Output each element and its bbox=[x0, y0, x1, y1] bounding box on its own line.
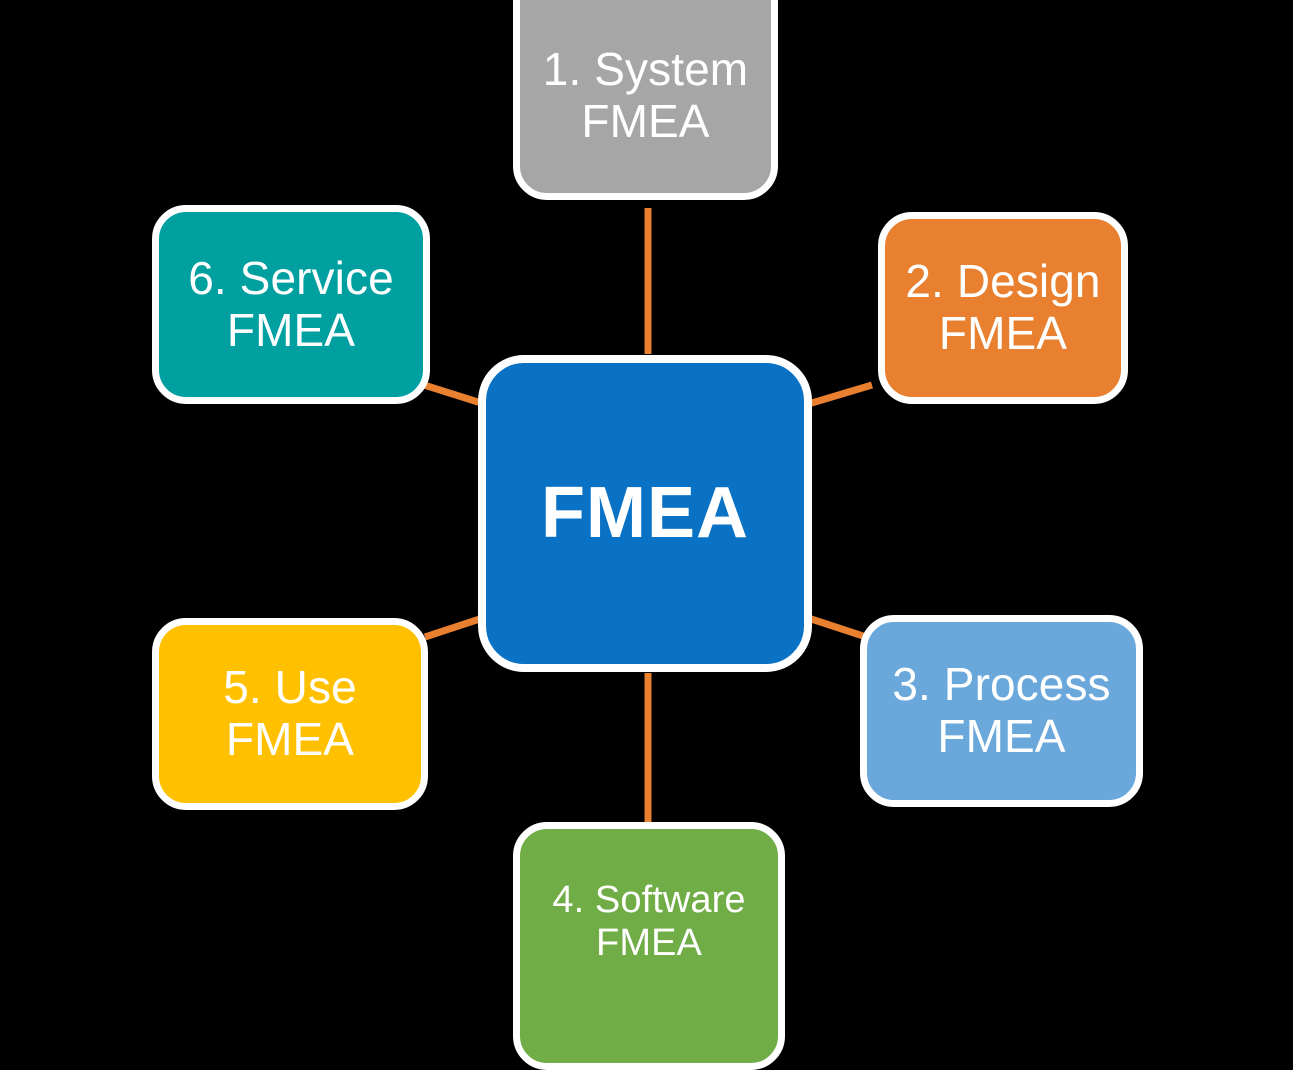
node-center-fmea-label: FMEA bbox=[541, 473, 749, 554]
node-software-fmea[interactable]: 4. Software FMEA bbox=[513, 822, 785, 1070]
node-design-fmea-label: 2. Design FMEA bbox=[905, 255, 1101, 359]
node-process-fmea-label: 3. Process FMEA bbox=[892, 658, 1111, 762]
diagram-canvas: 1. System FMEA 2. Design FMEA 3. Process… bbox=[152, 0, 1143, 1070]
node-process-fmea[interactable]: 3. Process FMEA bbox=[860, 615, 1143, 807]
node-center-fmea[interactable]: FMEA bbox=[478, 355, 812, 672]
node-software-fmea-label: 4. Software FMEA bbox=[552, 879, 746, 964]
node-design-fmea[interactable]: 2. Design FMEA bbox=[878, 212, 1128, 404]
node-system-fmea-label: 1. System FMEA bbox=[542, 43, 749, 147]
node-system-fmea[interactable]: 1. System FMEA bbox=[513, 0, 778, 200]
node-service-fmea-label: 6. Service FMEA bbox=[188, 251, 394, 356]
node-use-fmea[interactable]: 5. Use FMEA bbox=[152, 618, 428, 810]
node-service-fmea[interactable]: 6. Service FMEA bbox=[152, 205, 430, 404]
node-use-fmea-label: 5. Use FMEA bbox=[223, 661, 357, 765]
